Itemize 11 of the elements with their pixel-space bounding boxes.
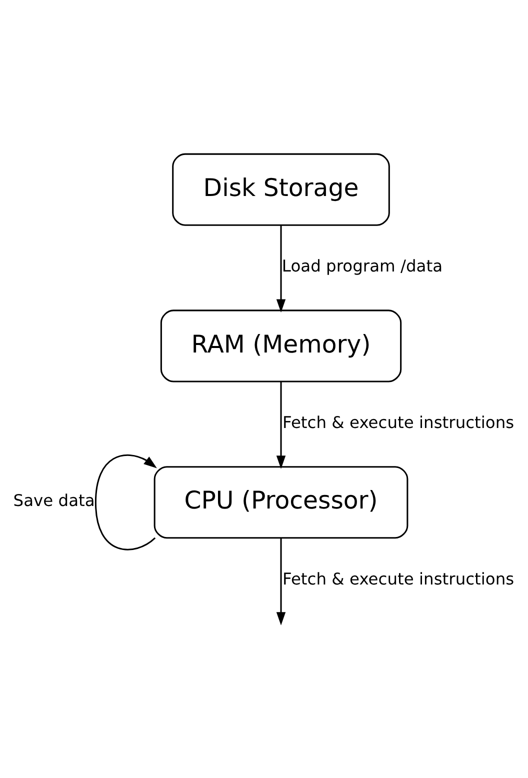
arrow	[94, 454, 157, 550]
edge-label: Save data	[13, 491, 95, 510]
edge-label: Fetch & execute instructions	[282, 413, 514, 432]
node-box: RAM (Memory)	[160, 310, 402, 382]
edge-label: Load program /data	[282, 256, 443, 276]
arrow	[276, 382, 286, 469]
node-box: CPU (Processor)	[154, 466, 408, 539]
edge-label: Fetch & execute instructions	[282, 569, 514, 588]
node-box: Disk Storage	[172, 153, 390, 226]
arrow	[276, 225, 286, 312]
arrow	[276, 538, 286, 626]
